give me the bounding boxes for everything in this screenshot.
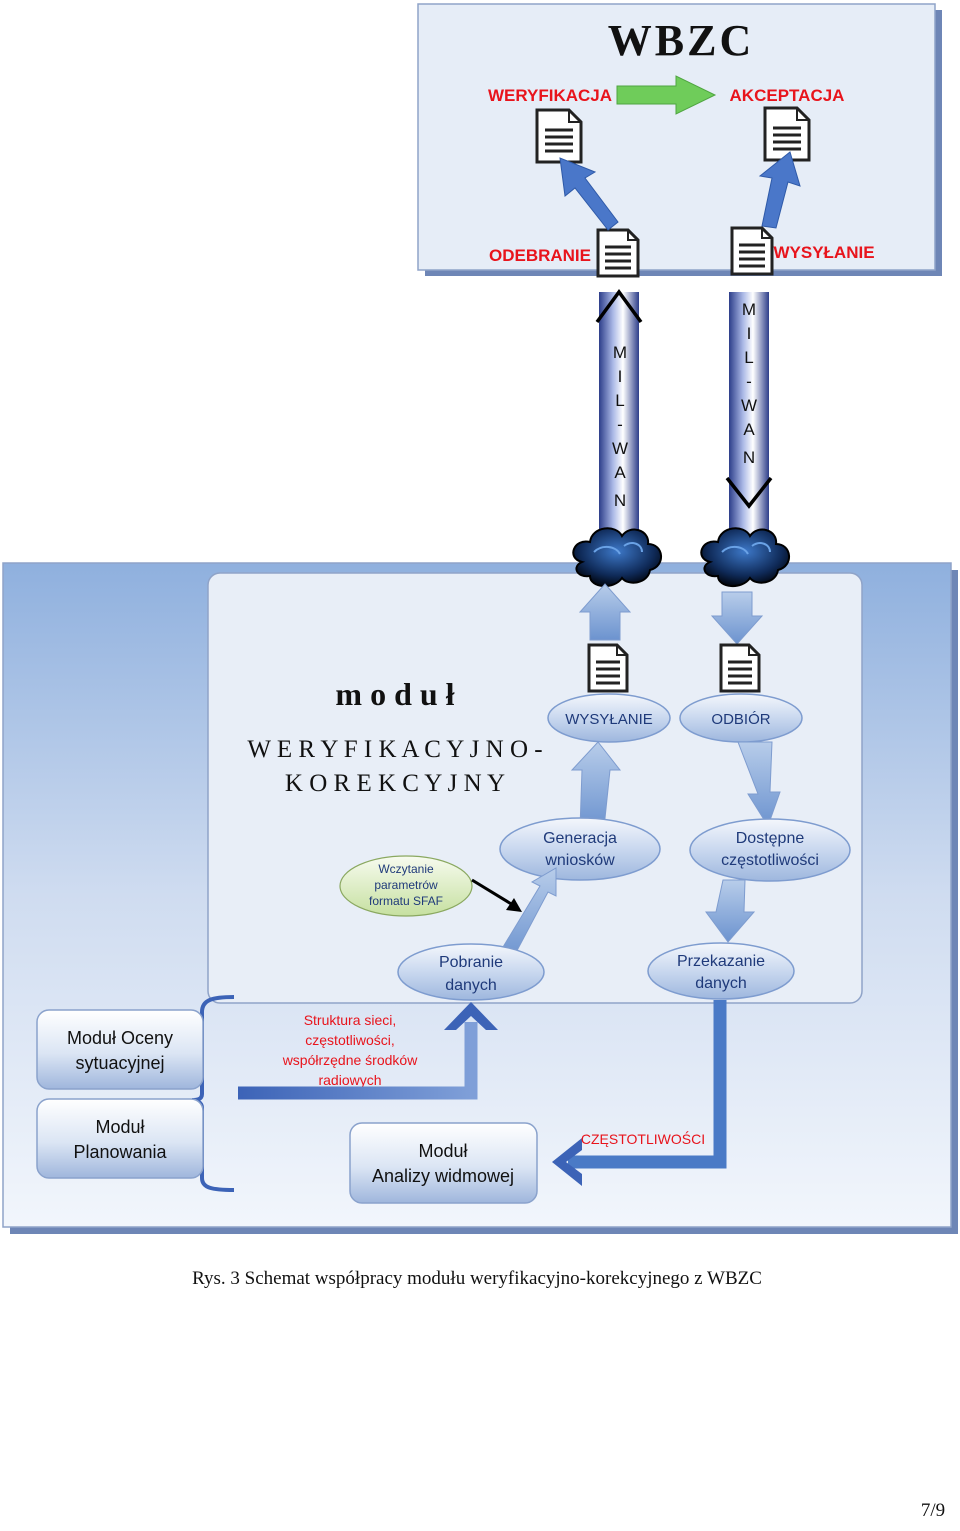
data-flow-line [238, 1022, 478, 1100]
green-arrow-icon [616, 75, 717, 115]
assessment-line-1: Moduł Oceny [67, 1028, 173, 1048]
module-subtitle-1: W E R Y F I K A C Y J N O - [247, 736, 542, 763]
wbzc-title: WBZC [608, 16, 754, 65]
generation-line-1: Generacja [543, 830, 617, 847]
spectrum-analysis-module [349, 1122, 538, 1204]
download-data-oval [397, 943, 545, 1001]
svg-text:N: N [743, 448, 755, 467]
svg-text:-: - [617, 415, 623, 434]
svg-text:W: W [612, 439, 628, 458]
frequency-flow-line [568, 1000, 727, 1169]
svg-text:N: N [614, 491, 626, 510]
download-line-2: danych [445, 977, 497, 994]
upload-arrow-icon [559, 157, 619, 231]
assessment-line-2: sytuacyjnej [75, 1053, 164, 1073]
document-icon [719, 643, 761, 693]
available-frequencies-oval [689, 818, 851, 882]
up-arrow-icon [578, 583, 632, 641]
up-chevron-icon [595, 289, 643, 324]
figure-caption: Rys. 3 Schemat współpracy modułu weryfik… [192, 1268, 762, 1289]
document-icon [587, 643, 629, 693]
milwan-pipe-right [729, 292, 769, 542]
svg-text:M: M [613, 343, 627, 362]
svg-text:M: M [742, 300, 756, 319]
down-arrow-icon [705, 879, 756, 943]
generation-line-2: wniosków [544, 852, 615, 869]
svg-text:częstotliwości,: częstotliwości, [305, 1032, 394, 1048]
available-line-2: częstotliwości [721, 852, 819, 869]
up-arrow-icon [570, 741, 622, 829]
arrow-head-icon [506, 898, 522, 912]
milwan-pipe-left [599, 292, 639, 552]
transfer-line-2: danych [695, 975, 747, 992]
document-icon [535, 108, 583, 164]
svg-text:radiowych: radiowych [318, 1072, 381, 1088]
svg-text:współrzędne środków: współrzędne środków [282, 1052, 419, 1068]
document-icon [730, 226, 774, 276]
sending-oval-label: WYSYŁANIE [565, 711, 653, 728]
svg-text:Struktura sieci,: Struktura sieci, [304, 1012, 397, 1028]
svg-text:W: W [741, 396, 757, 415]
network-cloud-icon [572, 527, 662, 587]
svg-text:I: I [618, 367, 623, 386]
network-structure-label: Struktura sieci, częstotliwości, współrz… [282, 1012, 419, 1088]
sfaf-line-2: parametrów [374, 878, 438, 892]
sending-oval [547, 693, 671, 743]
page-number: 7/9 [921, 1500, 945, 1521]
acceptance-label: AKCEPTACJA [730, 86, 845, 105]
document-icon [763, 106, 811, 162]
planning-line-1: Moduł [95, 1117, 144, 1137]
svg-text:A: A [743, 420, 755, 439]
sending-label: WYSYŁANIE [773, 243, 874, 262]
sfaf-line-1: Wczytanie [378, 862, 434, 876]
svg-text:L: L [615, 391, 624, 410]
network-cloud-icon [700, 527, 790, 587]
svg-text:-: - [746, 372, 752, 391]
received-label: ODEBRANIE [489, 246, 591, 265]
down-arrow-icon [710, 591, 764, 645]
upload-arrow-icon [758, 151, 801, 229]
up-arrow-icon [444, 1002, 498, 1030]
generation-oval [499, 817, 661, 881]
down-chevron-icon [725, 476, 773, 509]
down-arrow-icon [737, 741, 781, 828]
download-line-1: Pobranie [439, 954, 503, 971]
frequencies-label: CZĘSTOTLIWOŚCI [581, 1130, 705, 1147]
left-arrow-icon [552, 1138, 582, 1186]
up-arrow-icon [499, 867, 557, 961]
verification-label: WERYFIKACJA [488, 86, 612, 105]
module-subtitle-2: K O R E K C Y J N Y [285, 770, 505, 797]
wbzc-panel [417, 3, 936, 271]
document-icon [596, 228, 640, 278]
milwan-label-right: M I L - W A N [741, 300, 757, 467]
transfer-data-oval [647, 942, 795, 1000]
module-title: m o d u ł [335, 676, 454, 712]
svg-text:I: I [747, 324, 752, 343]
sfaf-line-3: formatu SFAF [369, 894, 443, 908]
transfer-line-1: Przekazanie [677, 953, 765, 970]
situation-assessment-module [36, 1009, 204, 1090]
milwan-label-left: M I L - W A N [612, 343, 628, 510]
spectrum-line-2: Analizy widmowej [372, 1166, 514, 1186]
spectrum-line-1: Moduł [418, 1141, 467, 1161]
available-line-1: Dostępne [736, 830, 805, 847]
svg-text:A: A [614, 463, 626, 482]
planning-line-2: Planowania [73, 1142, 167, 1162]
sfaf-oval [339, 855, 473, 917]
receiving-oval-label: ODBIÓR [711, 711, 770, 728]
planning-module [36, 1098, 204, 1179]
svg-text:L: L [744, 348, 753, 367]
sfaf-connector [471, 878, 514, 907]
